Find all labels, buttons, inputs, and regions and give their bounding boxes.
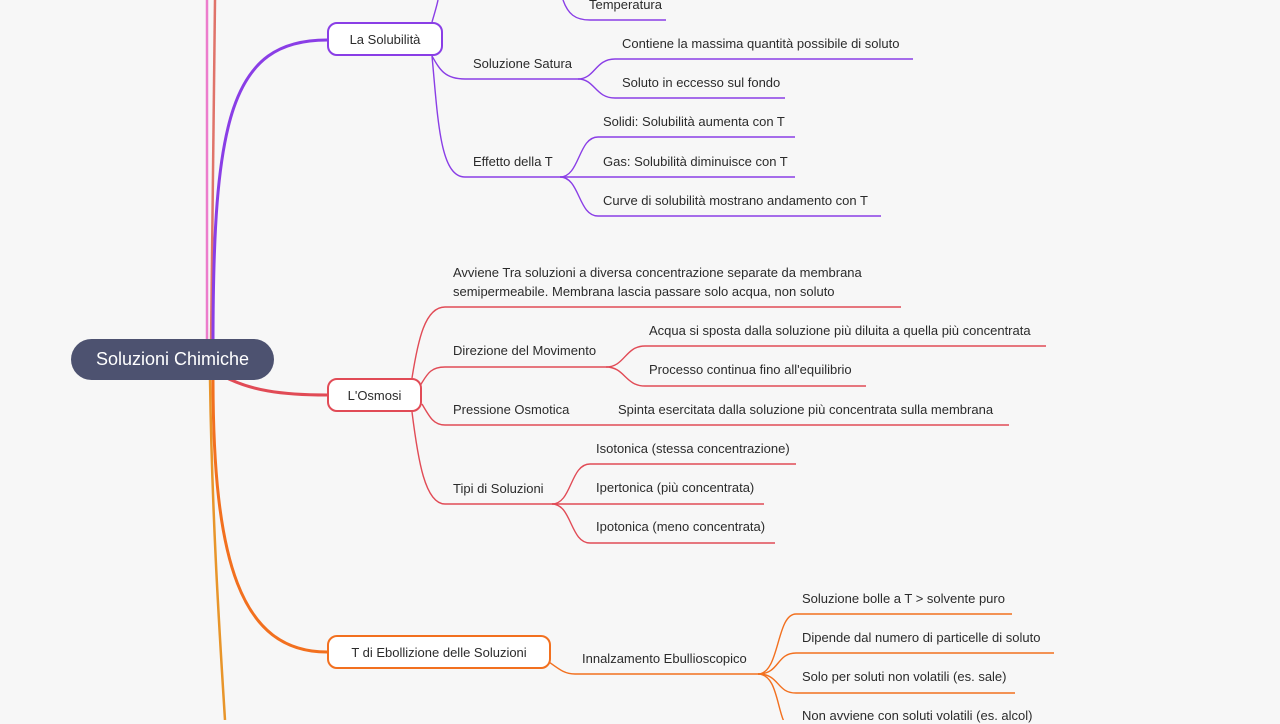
subtopic-pressione[interactable]: Pressione Osmotica — [453, 402, 570, 417]
effetto-item-3[interactable]: Curve di solubilità mostrano andamento c… — [603, 193, 868, 208]
edge-root-boiling — [211, 377, 328, 654]
innalzamento-item-1[interactable]: Soluzione bolle a T > solvente puro — [802, 591, 1005, 606]
effetto-item-2[interactable]: Gas: Solubilità diminuisce con T — [603, 154, 788, 169]
satura-item-2[interactable]: Soluto in eccesso sul fondo — [622, 75, 781, 90]
root-node[interactable]: Soluzioni Chimiche — [71, 339, 274, 380]
innalzamento-item-4[interactable]: Non avviene con soluti volatili (es. alc… — [802, 708, 1033, 723]
osmosis-description[interactable]: Avviene Tra soluzioni a diversa concentr… — [453, 265, 862, 299]
direzione-item-2[interactable]: Processo continua fino all'equilibrio — [649, 362, 852, 377]
topic-boiling[interactable]: T di Ebollizione delle Soluzioni — [327, 635, 551, 669]
solubility-edges — [431, 0, 913, 217]
subtopic-direzione[interactable]: Direzione del Movimento — [453, 343, 597, 358]
solubility-item-temperatura[interactable]: Temperatura — [589, 0, 662, 12]
topic-solubility[interactable]: La Solubilità — [327, 22, 443, 56]
topic-osmosis[interactable]: L'Osmosi — [327, 378, 422, 412]
innalzamento-item-3[interactable]: Solo per soluti non volatili (es. sale) — [802, 669, 1007, 684]
subtopic-effetto-t[interactable]: Effetto della T — [473, 154, 553, 169]
satura-item-1[interactable]: Contiene la massima quantità possibile d… — [622, 36, 900, 51]
subtopic-soluzione-satura[interactable]: Soluzione Satura — [473, 56, 573, 71]
boiling-edges — [548, 613, 1054, 720]
innalzamento-item-2[interactable]: Dipende dal numero di particelle di solu… — [802, 630, 1041, 645]
edge-salmon-offscreen — [209, 0, 217, 346]
edge-root-solubility — [211, 38, 328, 346]
edge-yellow-offscreen — [208, 377, 227, 720]
tipi-item-2[interactable]: Ipertonica (più concentrata) — [596, 480, 755, 495]
subtopic-innalzamento[interactable]: Innalzamento Ebullioscopico — [582, 651, 747, 666]
direzione-item-1[interactable]: Acqua si sposta dalla soluzione più dilu… — [649, 323, 1031, 338]
pressione-item-1[interactable]: Spinta esercitata dalla soluzione più co… — [618, 402, 994, 417]
effetto-item-1[interactable]: Solidi: Solubilità aumenta con T — [603, 114, 785, 129]
osmosis-edges — [411, 306, 1046, 544]
tipi-item-1[interactable]: Isotonica (stessa concentrazione) — [596, 441, 790, 456]
edge-root-osmosis — [224, 375, 328, 397]
tipi-item-3[interactable]: Ipotonica (meno concentrata) — [596, 519, 766, 534]
subtopic-tipi[interactable]: Tipi di Soluzioni — [453, 481, 544, 496]
